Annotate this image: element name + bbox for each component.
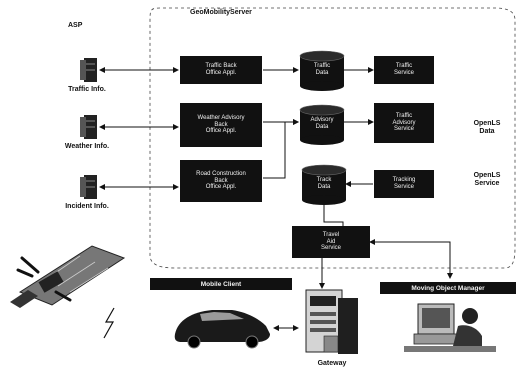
tracking-service-box: Tracking Service (374, 170, 434, 198)
asp-label: ASP (68, 22, 82, 29)
openls-data-label: OpenLS Data (462, 120, 512, 137)
advisory-data-label: Advisory Data (300, 117, 344, 130)
road-app-db-arrow (263, 122, 298, 178)
server-title: GeoMobilityServer (190, 9, 252, 16)
traffic-info-label: Traffic Info. (58, 86, 116, 93)
operator-workstation-icon (404, 304, 496, 352)
travel-aid-service-label: Travel Aid Service (321, 232, 341, 253)
weather-back-office-box: Weather Advisory Back Office Appl. (180, 103, 262, 147)
weather-info-label: Weather Info. (58, 143, 116, 150)
traffic-advisory-service-box: Traffic Advisory Service (374, 103, 434, 143)
gateway-server-icon (306, 290, 358, 354)
car-icon (175, 310, 270, 348)
traffic-server-icon (80, 58, 97, 82)
traffic-service-label: Traffic Service (394, 63, 414, 77)
road-back-office-box: Road Construction Back Office Appl. (180, 160, 262, 202)
openls-service-label: OpenLS Service (462, 172, 512, 189)
wireless-signal-icon (104, 308, 114, 338)
gateway-label: Gateway (306, 360, 358, 367)
mobile-client-bar: Mobile Client (150, 278, 292, 290)
traffic-data-label: Traffic Data (300, 63, 344, 76)
track-to-travel-arrow (324, 205, 343, 228)
incident-server-icon (80, 175, 97, 199)
road-back-office-label: Road Construction Back Office Appl. (196, 171, 246, 192)
traffic-back-office-label: Traffic Back Office Appl. (205, 63, 236, 77)
travel-to-manager-arrow (370, 242, 450, 278)
traffic-advisory-service-label: Traffic Advisory Service (392, 113, 415, 134)
track-data-label: Track Data (302, 177, 346, 190)
travel-aid-service-box: Travel Aid Service (292, 226, 370, 258)
weather-back-office-label: Weather Advisory Back Office Appl. (198, 115, 245, 136)
weather-server-icon (80, 115, 97, 139)
satellite-icon (10, 246, 124, 308)
incident-info-label: Incident Info. (58, 203, 116, 210)
tracking-service-label: Tracking Service (393, 177, 416, 191)
traffic-back-office-box: Traffic Back Office Appl. (180, 56, 262, 84)
moving-object-manager-bar: Moving Object Manager (380, 282, 516, 294)
traffic-service-box: Traffic Service (374, 56, 434, 84)
